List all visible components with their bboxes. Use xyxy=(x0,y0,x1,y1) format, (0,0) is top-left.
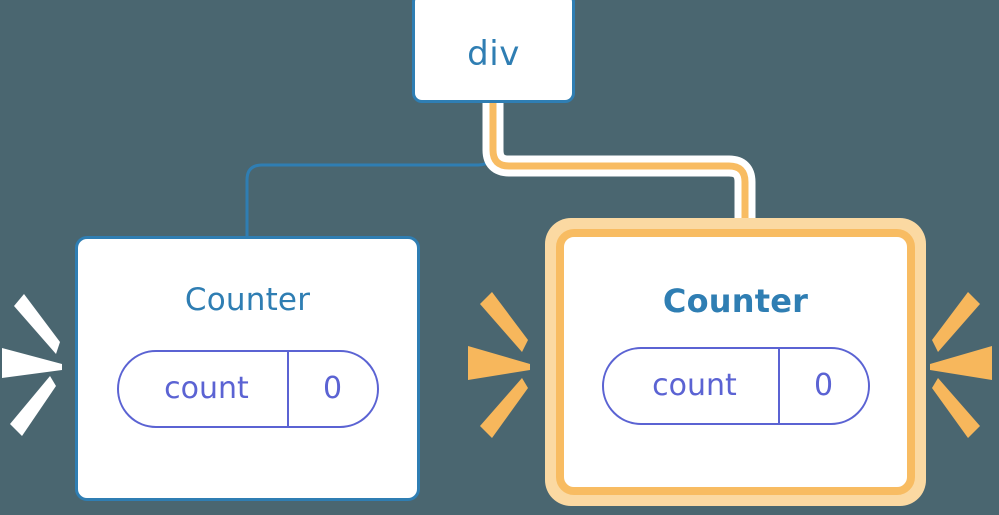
node-counter-right[interactable]: Counter count 0 xyxy=(545,218,926,506)
state-pill-counter-right[interactable]: count 0 xyxy=(601,347,870,425)
node-counter-right-body: Counter count 0 xyxy=(556,229,915,495)
state-key: count xyxy=(652,368,737,403)
rays-left-counter-right xyxy=(468,292,530,438)
state-key: count xyxy=(164,371,249,406)
ray-icon xyxy=(480,292,528,352)
state-pill-counter-left[interactable]: count 0 xyxy=(116,350,379,428)
rays-left-counter-left xyxy=(2,294,62,436)
ray-icon xyxy=(932,292,980,352)
state-value: 0 xyxy=(286,352,377,426)
ray-icon xyxy=(14,294,60,354)
ray-icon xyxy=(10,376,56,436)
rays-right-counter-right xyxy=(930,292,992,438)
node-div-label: div xyxy=(467,33,520,74)
ray-icon xyxy=(480,378,528,438)
ray-icon xyxy=(2,348,62,378)
connector-div-to-counter-right xyxy=(489,100,749,236)
node-div[interactable]: div xyxy=(412,0,575,103)
node-counter-right-title: Counter xyxy=(662,282,809,320)
node-counter-left[interactable]: Counter count 0 xyxy=(75,236,420,501)
connector-div-to-counter-left xyxy=(245,103,495,236)
ray-icon xyxy=(932,378,980,438)
ray-icon xyxy=(930,346,992,380)
node-counter-left-title: Counter xyxy=(184,282,311,318)
ray-icon xyxy=(468,346,530,380)
state-value: 0 xyxy=(777,349,868,423)
